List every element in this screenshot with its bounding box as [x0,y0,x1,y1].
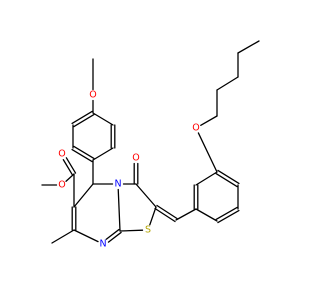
ester-carbonyl-oxygen-label: O [58,149,65,160]
single-bond-C7-Me7 [51,229,75,244]
double-bond-B3-B4-a [215,172,238,188]
single-bond-A3-A4 [92,147,114,161]
single-bond-S1-C8a [119,229,144,232]
double-bond-A6-A1-b [71,110,93,125]
double-bond-Cest-Oc-b [62,158,74,176]
molecule-diagram: O O O O N N S O [41,40,260,250]
double-bond-A4-A5-a [73,145,95,160]
single-bond-B2-B3 [195,171,218,186]
atom-label-layer: O O O O N N S O [58,90,199,250]
double-bond-B5-B6-a [215,206,238,221]
single-bond-B6-B1 [195,208,218,222]
single-bond-P4-P5 [237,40,260,54]
single-bond-A1-A2 [92,112,114,126]
sulfur-label: S [145,225,151,236]
single-bond-B3-O2 [197,132,218,173]
single-bond-C5-C6 [73,183,94,208]
double-bond-C2-CH-b [156,204,178,220]
imine-nitrogen-label: N [99,239,106,250]
methoxy-oxygen-label: O [89,90,96,101]
single-bond-CH-B1 [175,208,197,221]
single-bond-C8a-N4 [117,188,121,232]
single-bond-P2-P3 [216,76,239,91]
ring-nitrogen-label: N [114,179,121,190]
double-bond-C2-CH-a [154,207,176,223]
double-bond-A6-A1-a [73,113,95,128]
double-bond-A4-A5-b [71,148,93,163]
ester-oxygen-label: O [58,180,65,191]
double-bond-Cest-Oc-a [65,157,77,174]
double-bond-N8-C8a-a [107,231,122,243]
double-bond-N8-C8a-b [105,228,120,240]
double-bond-B3-B4-b [217,169,240,185]
bond-layer [41,40,260,244]
single-bond-C3-C2 [135,183,157,208]
single-bond-C7-N8 [73,229,99,243]
pentyloxy-oxygen-label: O [192,123,199,134]
single-bond-Cest-Oe [65,173,75,182]
single-bond-O2-P1 [200,115,218,126]
single-bond-C2-S1 [149,206,157,226]
double-bond-B5-B6-b [217,209,240,224]
ketone-oxygen-label: O [132,153,139,164]
